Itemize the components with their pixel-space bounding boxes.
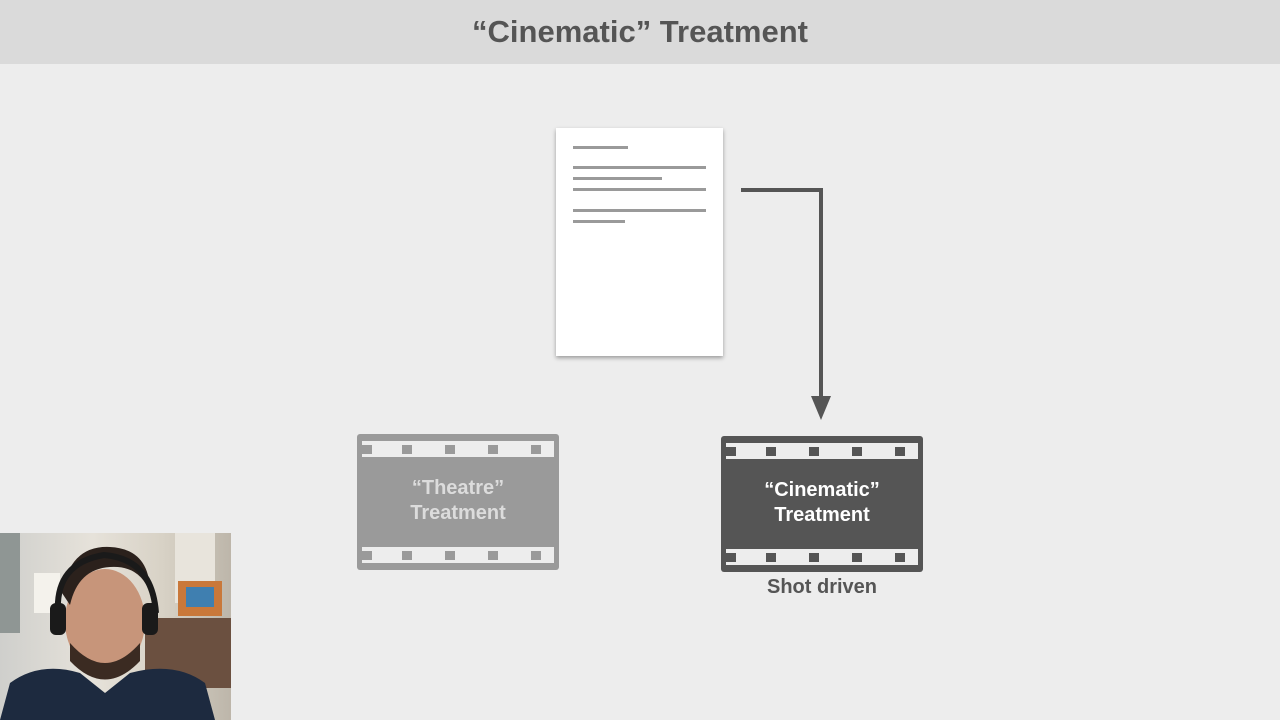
cinematic-treatment-film-icon: “Cinematic” Treatment (721, 436, 923, 572)
theatre-treatment-film-icon: “Theatre” Treatment (357, 434, 559, 570)
sprocket-hole (809, 447, 819, 456)
document-icon (556, 128, 723, 356)
cinematic-label-line1: “Cinematic” (764, 479, 880, 501)
slide-title: “Cinematic” Treatment (472, 14, 808, 49)
sprocket-hole (531, 445, 541, 454)
doc-line (573, 146, 628, 149)
theatre-label-line1: “Theatre” (411, 477, 505, 499)
connector-line (741, 188, 823, 398)
webcam-overlay (0, 533, 231, 720)
theatre-label-line2: Treatment (410, 502, 506, 524)
sprocket-hole (362, 445, 372, 454)
sprocket-hole (445, 445, 455, 454)
film-strip-bottom (362, 547, 554, 563)
doc-line (573, 220, 625, 223)
sprocket-hole (895, 553, 905, 562)
slide-title-bar: “Cinematic” Treatment (0, 0, 1280, 64)
sprocket-hole (766, 447, 776, 456)
doc-line (573, 209, 706, 212)
doc-line (573, 188, 706, 191)
doc-line (573, 166, 706, 169)
sprocket-hole (726, 553, 736, 562)
sprocket-hole (488, 445, 498, 454)
sprocket-hole (488, 551, 498, 560)
sprocket-hole (445, 551, 455, 560)
sprocket-hole (726, 447, 736, 456)
cinematic-caption: Shot driven (766, 576, 877, 598)
doc-line (573, 177, 662, 180)
sprocket-hole (766, 553, 776, 562)
sprocket-hole (809, 553, 819, 562)
theatre-treatment-label: “Theatre” Treatment (357, 476, 559, 526)
sprocket-hole (531, 551, 541, 560)
film-strip-top (726, 443, 918, 459)
sprocket-hole (852, 553, 862, 562)
arrow-head (811, 396, 831, 420)
sprocket-hole (402, 551, 412, 560)
sprocket-hole (402, 445, 412, 454)
sprocket-hole (852, 447, 862, 456)
cinematic-label-line2: Treatment (774, 504, 870, 526)
film-strip-top (362, 441, 554, 457)
cinematic-treatment-label: “Cinematic” Treatment (721, 478, 923, 528)
film-strip-bottom (726, 549, 918, 565)
sprocket-hole (362, 551, 372, 560)
sprocket-hole (895, 447, 905, 456)
presenter-video (0, 533, 231, 720)
